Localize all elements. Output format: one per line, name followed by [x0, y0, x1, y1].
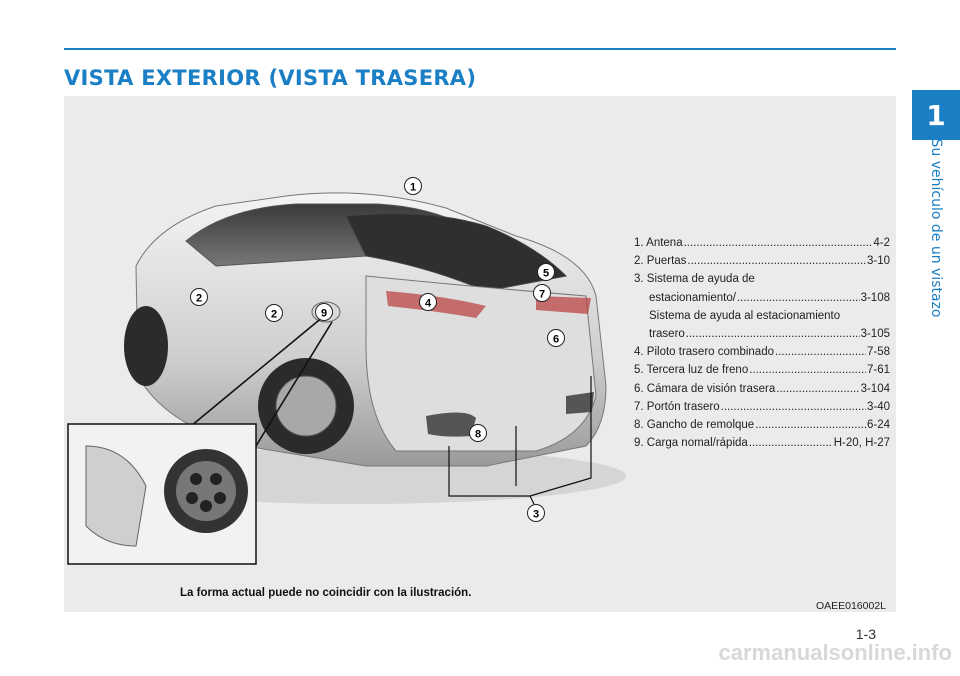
callout-marker: 5	[537, 263, 555, 281]
callout-marker: 1	[404, 177, 422, 195]
parts-list-item: 1. Antena ..............................…	[634, 237, 890, 249]
figure-code: OAEE016002L	[815, 600, 886, 612]
parts-list-item: 7. Portón trasero.......................…	[634, 400, 890, 413]
svg-text:6: 6	[553, 334, 559, 346]
svg-text:2: 2	[196, 293, 202, 305]
svg-text:1: 1	[410, 182, 416, 194]
callout-marker: 4	[419, 293, 437, 311]
figure-caption: La forma actual puede no coincidir con l…	[180, 587, 472, 599]
callout-marker: 2	[265, 304, 283, 322]
callout-marker: 9	[315, 303, 333, 321]
parts-list-item: 5. Tercera luz de freno.................…	[634, 364, 890, 377]
parts-list-item: estacionamiento/ .......................…	[649, 291, 890, 304]
parts-list-item: 6. Cámara de visión trasera ............…	[634, 382, 890, 395]
parts-list-item: 9. Carga nomal/rápida ..................…	[634, 437, 890, 450]
callout-marker: 6	[547, 329, 565, 347]
page-number: 1-3	[855, 626, 876, 642]
car-rear-illustration	[67, 192, 626, 565]
svg-text:9: 9	[321, 308, 327, 320]
svg-text:8: 8	[475, 429, 481, 441]
parts-list-item: 2. Puertas .............................…	[634, 255, 890, 268]
svg-text:7: 7	[539, 289, 545, 301]
parts-list-item: Sistema de ayuda al estacionamiento	[649, 309, 841, 322]
callout-marker: 3	[527, 504, 545, 522]
parts-list: 1. Antena ..............................…	[634, 234, 890, 452]
callout-marker: 8	[469, 424, 487, 442]
parts-list-item: 8. Gancho de remolque ..................…	[634, 419, 890, 432]
svg-text:4: 4	[425, 298, 432, 310]
callout-marker: 7	[533, 284, 551, 302]
parts-list-item: 3. Sistema de ayuda de	[634, 273, 755, 286]
callout-marker: 2	[190, 288, 208, 306]
top-rule	[64, 48, 896, 50]
parts-list-item: 4. Piloto trasero combinado.............…	[634, 346, 890, 359]
parts-list-item: trasero ................................…	[649, 328, 890, 341]
page-title: VISTA EXTERIOR (VISTA TRASERA)	[64, 66, 477, 90]
watermark: carmanualsonline.info	[718, 640, 953, 665]
svg-text:3: 3	[533, 509, 539, 521]
svg-text:2: 2	[271, 309, 277, 321]
chapter-tab[interactable]: 1	[912, 90, 960, 140]
svg-text:5: 5	[543, 268, 549, 280]
